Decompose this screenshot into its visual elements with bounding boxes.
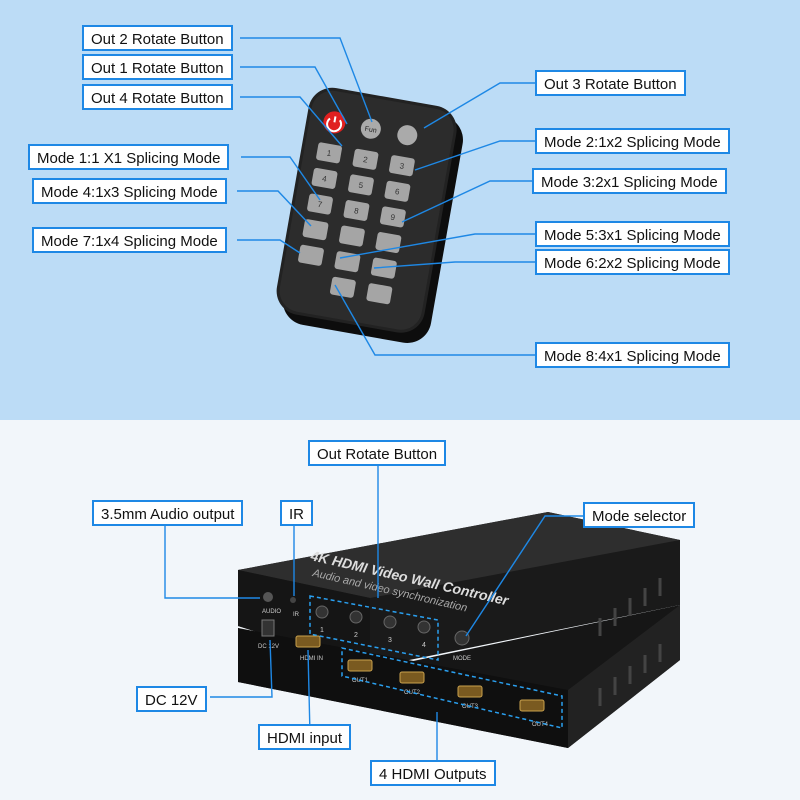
label-mode5: Mode 5:3x1 Splicing Mode <box>535 221 730 247</box>
svg-text:OUT2: OUT2 <box>404 690 421 696</box>
hdmi-in-port <box>295 635 321 648</box>
key-4 <box>311 167 338 189</box>
fun-key-label: Fun <box>364 126 377 135</box>
label-out2-rotate: Out 2 Rotate Button <box>82 25 233 51</box>
rotate-knob-2 <box>349 610 363 624</box>
hdmi-in-port-label: HDMI IN <box>300 656 323 662</box>
label-out4-rotate: Out 4 Rotate Button <box>82 84 233 110</box>
hdmi-out-port-3 <box>457 685 483 698</box>
label-mode8: Mode 8:4x1 Splicing Mode <box>535 342 730 368</box>
key-mode-f <box>370 257 397 279</box>
key-5 <box>348 174 374 196</box>
key-3 <box>389 155 415 177</box>
rotate-knob-3 <box>383 615 397 629</box>
svg-text:8: 8 <box>353 206 359 216</box>
key-7 <box>307 193 333 215</box>
label-out1-rotate: Out 1 Rotate Button <box>82 54 233 80</box>
label-mode1: Mode 1:1 X1 Splicing Mode <box>28 144 230 170</box>
key-mode-h <box>366 283 393 305</box>
remote-control: Fun <box>276 87 463 343</box>
rotate-knob-1 <box>315 605 329 619</box>
svg-text:3: 3 <box>388 637 392 644</box>
hdmi-out-port-4 <box>519 699 545 712</box>
audio-jack <box>263 592 273 602</box>
ir-port-label: IR <box>293 612 300 618</box>
label-audio-output: 3.5mm Audio output <box>92 500 244 526</box>
label-mode7: Mode 7:1x4 Splicing Mode <box>32 227 227 253</box>
svg-text:6: 6 <box>394 187 400 197</box>
dc-jack <box>261 619 275 637</box>
svg-text:OUT4: OUT4 <box>532 722 549 728</box>
hdmi-outputs-highlight <box>341 647 563 729</box>
mode-knob <box>454 630 470 646</box>
hdmi-controller-device: 4K HDMI Video Wall Controller Audio and … <box>238 512 680 748</box>
audio-port-label: AUDIO <box>262 609 281 615</box>
key-mode-d <box>298 244 324 266</box>
svg-text:5: 5 <box>358 181 364 191</box>
device-front-panel-bottom <box>238 628 568 748</box>
svg-text:4: 4 <box>422 642 426 649</box>
svg-text:1: 1 <box>326 149 332 159</box>
label-hdmi-outputs: 4 HDMI Outputs <box>370 760 496 786</box>
device-side-panel <box>568 605 680 748</box>
label-out-rotate-button: Out Rotate Button <box>308 440 447 466</box>
rotate-buttons-highlight <box>309 595 439 661</box>
svg-text:1: 1 <box>320 627 324 634</box>
mode-port-label: MODE <box>453 656 471 662</box>
dc-port-label: DC 12V <box>258 644 279 650</box>
key-mode-b <box>339 225 365 247</box>
key-9 <box>379 206 406 228</box>
label-mode2: Mode 2:1x2 Splicing Mode <box>535 128 730 154</box>
svg-text:4: 4 <box>321 174 327 184</box>
fun-key <box>360 118 381 139</box>
key-2 <box>352 148 379 170</box>
label-mode6: Mode 6:2x2 Splicing Mode <box>535 249 730 275</box>
hdmi-out-port-1 <box>347 659 373 672</box>
svg-text:3: 3 <box>399 161 405 171</box>
label-hdmi-input: HDMI input <box>258 724 352 750</box>
remote-leader-lines <box>237 37 535 356</box>
label-ir: IR <box>280 500 313 526</box>
key-6 <box>384 180 411 202</box>
device-top-surface <box>238 512 680 598</box>
label-dc: DC 12V <box>136 686 207 712</box>
rotate-knob-4 <box>417 620 431 634</box>
label-mode-selector: Mode selector <box>583 502 696 528</box>
label-mode4: Mode 4:1x3 Splicing Mode <box>32 178 227 204</box>
svg-text:7: 7 <box>317 200 323 210</box>
key-mode-g <box>329 276 356 298</box>
svg-text:2: 2 <box>354 632 358 639</box>
label-out3-rotate: Out 3 Rotate Button <box>535 70 686 96</box>
svg-text:2: 2 <box>362 155 368 165</box>
key-mode-e <box>334 251 361 273</box>
set-key <box>397 125 418 146</box>
svg-text:9: 9 <box>390 213 396 223</box>
hdmi-out-port-2 <box>399 671 425 684</box>
ir-sensor <box>290 597 296 603</box>
key-8 <box>343 200 370 221</box>
key-1 <box>316 142 342 164</box>
label-mode3: Mode 3:2x1 Splicing Mode <box>532 168 727 194</box>
